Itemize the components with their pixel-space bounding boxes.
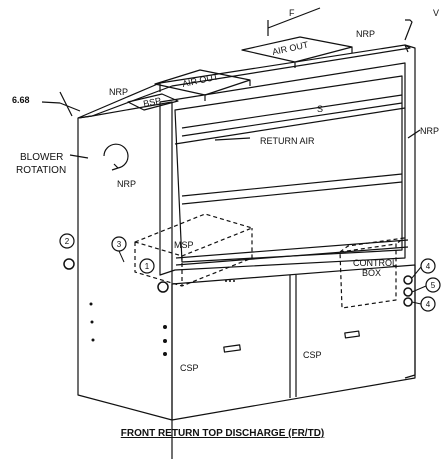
callout-5-circle [425, 277, 441, 293]
return-air-label: RETURN AIR [260, 136, 315, 146]
bsp-box [127, 93, 179, 111]
rotation-arrow [103, 143, 129, 169]
callout-5-number: 5 [431, 281, 436, 290]
callout-leaders [118, 250, 427, 305]
front-frame [159, 62, 406, 276]
port-front [157, 281, 169, 293]
knockout-dot [90, 320, 94, 324]
rotation-arrowhead [111, 163, 119, 171]
control-box-line2: BOX [362, 268, 381, 278]
knockout-dot [91, 338, 95, 342]
knockout-dot [225, 280, 227, 282]
nrp-right-label: NRP [420, 126, 439, 136]
callout-4a-circle [420, 258, 436, 274]
callout-2-number: 2 [65, 237, 70, 246]
callout-circles [59, 233, 441, 312]
knockout-dot [233, 280, 235, 282]
knockout-dots [89, 280, 235, 356]
dim-v-line [404, 19, 413, 41]
lower-panels [171, 264, 416, 421]
dim-v-label: V [433, 8, 439, 18]
dim-f-label: F [289, 8, 295, 18]
right-panel-handle [344, 330, 360, 339]
callout-1-circle [139, 258, 155, 274]
port-right-1 [403, 275, 413, 285]
dim-f-line [267, 7, 321, 36]
nrp-top-left-label: NRP [109, 87, 128, 97]
knockout-dot [163, 325, 167, 329]
port-right-3 [403, 297, 413, 307]
msp-label: MSP [174, 240, 194, 250]
air-out-left-box [154, 69, 251, 101]
air-out-right-box [241, 36, 353, 68]
dim-6-68-line [41, 91, 81, 117]
knockout-dot [89, 302, 93, 306]
blower-rotation-line1: BLOWER [20, 152, 63, 163]
grille-middle-strip [181, 173, 403, 205]
grille-top-strip [181, 94, 403, 137]
callout-3-number: 3 [117, 240, 122, 249]
dim-6-68-label: 6.68 [12, 95, 30, 105]
drawing-caption: FRONT RETURN TOP DISCHARGE (FR/TD) [120, 428, 325, 439]
msp-dashed-box [134, 213, 253, 287]
left-side-panel [77, 101, 173, 464]
leader-return-air [214, 137, 251, 141]
knockout-dot [163, 352, 167, 356]
callout-4b-number: 4 [426, 300, 431, 309]
nrp-top-right-label: NRP [356, 29, 375, 39]
callout-2-circle [59, 233, 75, 249]
front-frame-inner [174, 75, 403, 263]
port-right-2 [403, 287, 413, 297]
dim-s-label: S [317, 104, 323, 114]
panel-divider [289, 275, 297, 398]
right-post [404, 44, 416, 379]
bsp-label: BSP [142, 95, 162, 109]
callout-1-number: 1 [145, 262, 150, 271]
knockout-dot [163, 339, 167, 343]
leader-blower [69, 154, 89, 159]
leader-nrp-right [407, 129, 421, 139]
csp-left-label: CSP [180, 363, 199, 373]
control-box-dashed [339, 237, 405, 309]
callout-4a-number: 4 [426, 262, 431, 271]
dim-s-line [174, 107, 406, 145]
left-panel-handle [223, 344, 241, 353]
port-left [63, 258, 75, 270]
control-box-line1: CONTROL [353, 258, 397, 268]
blower-rotation-line2: ROTATION [16, 165, 66, 176]
nrp-side-label: NRP [117, 179, 136, 189]
csp-right-label: CSP [303, 350, 322, 360]
knockout-dot [229, 280, 231, 282]
